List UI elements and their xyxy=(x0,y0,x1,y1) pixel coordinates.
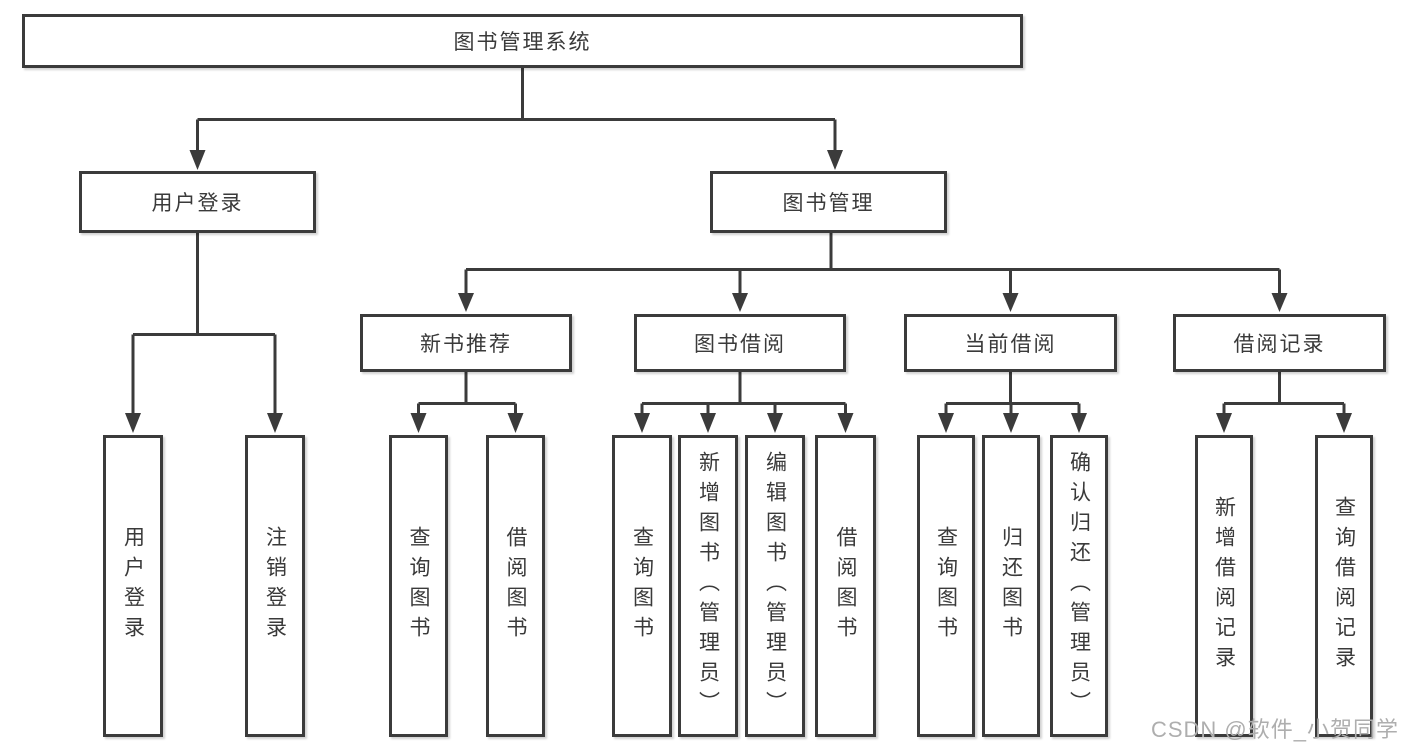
leaf-query-books-borrowing-label: 查询图书 xyxy=(630,526,654,646)
leaf-borrow-books-borrowing-label: 借阅图书 xyxy=(834,526,857,646)
leaf-query-books-borrowing: 查询图书 xyxy=(612,435,672,737)
leaf-borrow-books-borrowing: 借阅图书 xyxy=(815,435,876,737)
node-root: 图书管理系统 xyxy=(22,14,1023,68)
leaf-return-books: 归还图书 xyxy=(982,435,1040,737)
leaf-query-borrow-record: 查询借阅记录 xyxy=(1315,435,1373,737)
leaf-logout-label: 注销登录 xyxy=(263,526,287,646)
node-book-management: 图书管理 xyxy=(710,171,947,233)
node-new-book-recommend: 新书推荐 xyxy=(360,314,572,372)
watermark: CSDN @软件_小贺同学 xyxy=(1150,717,1399,742)
node-borrowing-records: 借阅记录 xyxy=(1173,314,1386,372)
node-current-borrowing-label: 当前借阅 xyxy=(964,333,1057,356)
leaf-add-borrow-record-label: 新增借阅记录 xyxy=(1212,496,1236,676)
leaf-add-borrow-record: 新增借阅记录 xyxy=(1195,435,1253,737)
node-book-borrowing: 图书借阅 xyxy=(634,314,846,372)
leaf-return-books-label: 归还图书 xyxy=(999,526,1023,646)
leaf-query-books-current: 查询图书 xyxy=(917,435,975,737)
node-root-label: 图书管理系统 xyxy=(453,31,592,54)
leaf-query-books-recommend-label: 查询图书 xyxy=(407,526,430,646)
leaf-query-books-recommend: 查询图书 xyxy=(389,435,448,737)
leaf-query-books-current-label: 查询图书 xyxy=(934,526,958,646)
leaf-borrow-books-recommend-label: 借阅图书 xyxy=(504,526,527,646)
leaf-confirm-return-admin: 确认归还（管理员） xyxy=(1050,435,1108,737)
leaf-edit-book-admin-label: 编辑图书（管理员） xyxy=(763,451,787,721)
leaf-edit-book-admin: 编辑图书（管理员） xyxy=(745,435,805,737)
leaf-borrow-books-recommend: 借阅图书 xyxy=(486,435,545,737)
leaf-add-book-admin: 新增图书（管理员） xyxy=(678,435,738,737)
node-user-login-label: 用户登录 xyxy=(151,192,244,215)
leaf-user-login-label: 用户登录 xyxy=(121,526,145,646)
node-current-borrowing: 当前借阅 xyxy=(904,314,1117,372)
node-borrowing-records-label: 借阅记录 xyxy=(1233,333,1326,356)
node-new-book-recommend-label: 新书推荐 xyxy=(420,333,512,356)
node-user-login: 用户登录 xyxy=(79,171,316,233)
leaf-confirm-return-admin-label: 确认归还（管理员） xyxy=(1067,451,1091,721)
leaf-user-login: 用户登录 xyxy=(103,435,163,737)
node-book-borrowing-label: 图书借阅 xyxy=(694,333,786,356)
node-book-management-label: 图书管理 xyxy=(782,192,875,215)
leaf-query-borrow-record-label: 查询借阅记录 xyxy=(1332,496,1356,676)
leaf-add-book-admin-label: 新增图书（管理员） xyxy=(696,451,720,721)
leaf-logout: 注销登录 xyxy=(245,435,305,737)
